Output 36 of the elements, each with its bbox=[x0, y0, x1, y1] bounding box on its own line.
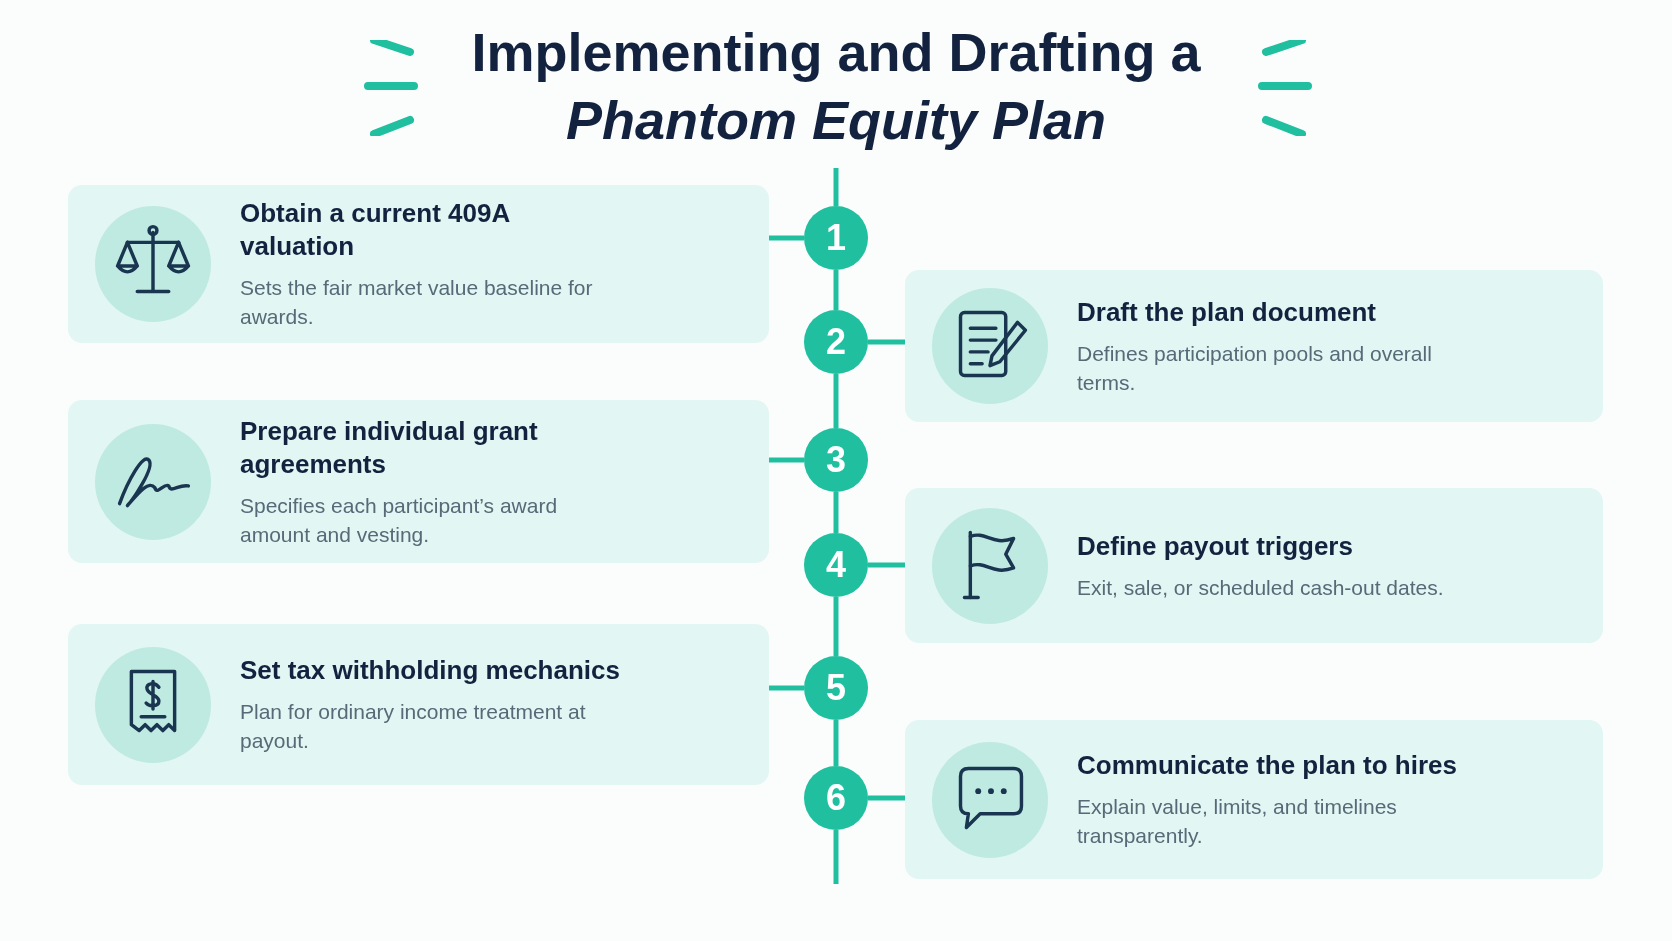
step-description: Plan for ordinary income treatment at payout. bbox=[240, 699, 587, 754]
step-number: 3 bbox=[804, 428, 868, 492]
connector-line bbox=[769, 685, 804, 691]
step-number: 4 bbox=[804, 533, 868, 597]
step-card bbox=[905, 270, 1603, 422]
step-description: Defines participation pools and overall terms. bbox=[1077, 340, 1433, 396]
step-number: 6 bbox=[804, 766, 868, 830]
step-card bbox=[905, 488, 1603, 643]
step-description: Specifies each participant’s award amount and vesting. bbox=[240, 492, 559, 548]
step-number: 1 bbox=[804, 206, 868, 270]
step-heading: Communicate the plan to hires bbox=[1077, 749, 1457, 782]
step-heading: Prepare individual grant agreements bbox=[240, 414, 539, 481]
connector-line bbox=[868, 562, 905, 568]
step-number: 5 bbox=[804, 656, 868, 720]
connector-line bbox=[868, 339, 905, 345]
timeline-line bbox=[833, 492, 839, 533]
timeline-line bbox=[833, 720, 839, 766]
timeline-line bbox=[833, 597, 839, 656]
step-description: Sets the fair market value baseline for awards. bbox=[240, 275, 594, 330]
step-number: 2 bbox=[804, 310, 868, 374]
step-heading: Set tax withholding mechanics bbox=[240, 654, 620, 687]
step-heading: Obtain a current 409A valuation bbox=[240, 197, 511, 263]
step-description: Exit, sale, or scheduled cash-out dates. bbox=[1077, 574, 1445, 601]
step-heading: Define payout triggers bbox=[1077, 529, 1354, 563]
title: Implementing and Drafting a Phantom Equity Plan bbox=[470, 21, 1202, 152]
step-card bbox=[68, 624, 769, 785]
timeline-line bbox=[833, 374, 839, 428]
connector-line bbox=[868, 795, 905, 801]
step-heading: Draft the plan document bbox=[1077, 295, 1377, 329]
timeline-line bbox=[833, 270, 839, 310]
step-card bbox=[68, 185, 769, 343]
step-card bbox=[68, 400, 769, 563]
connector-line bbox=[769, 235, 804, 241]
connector-line bbox=[769, 457, 804, 463]
step-card bbox=[905, 720, 1603, 879]
step-description: Explain value, limits, and timelines transparently. bbox=[1077, 794, 1398, 849]
